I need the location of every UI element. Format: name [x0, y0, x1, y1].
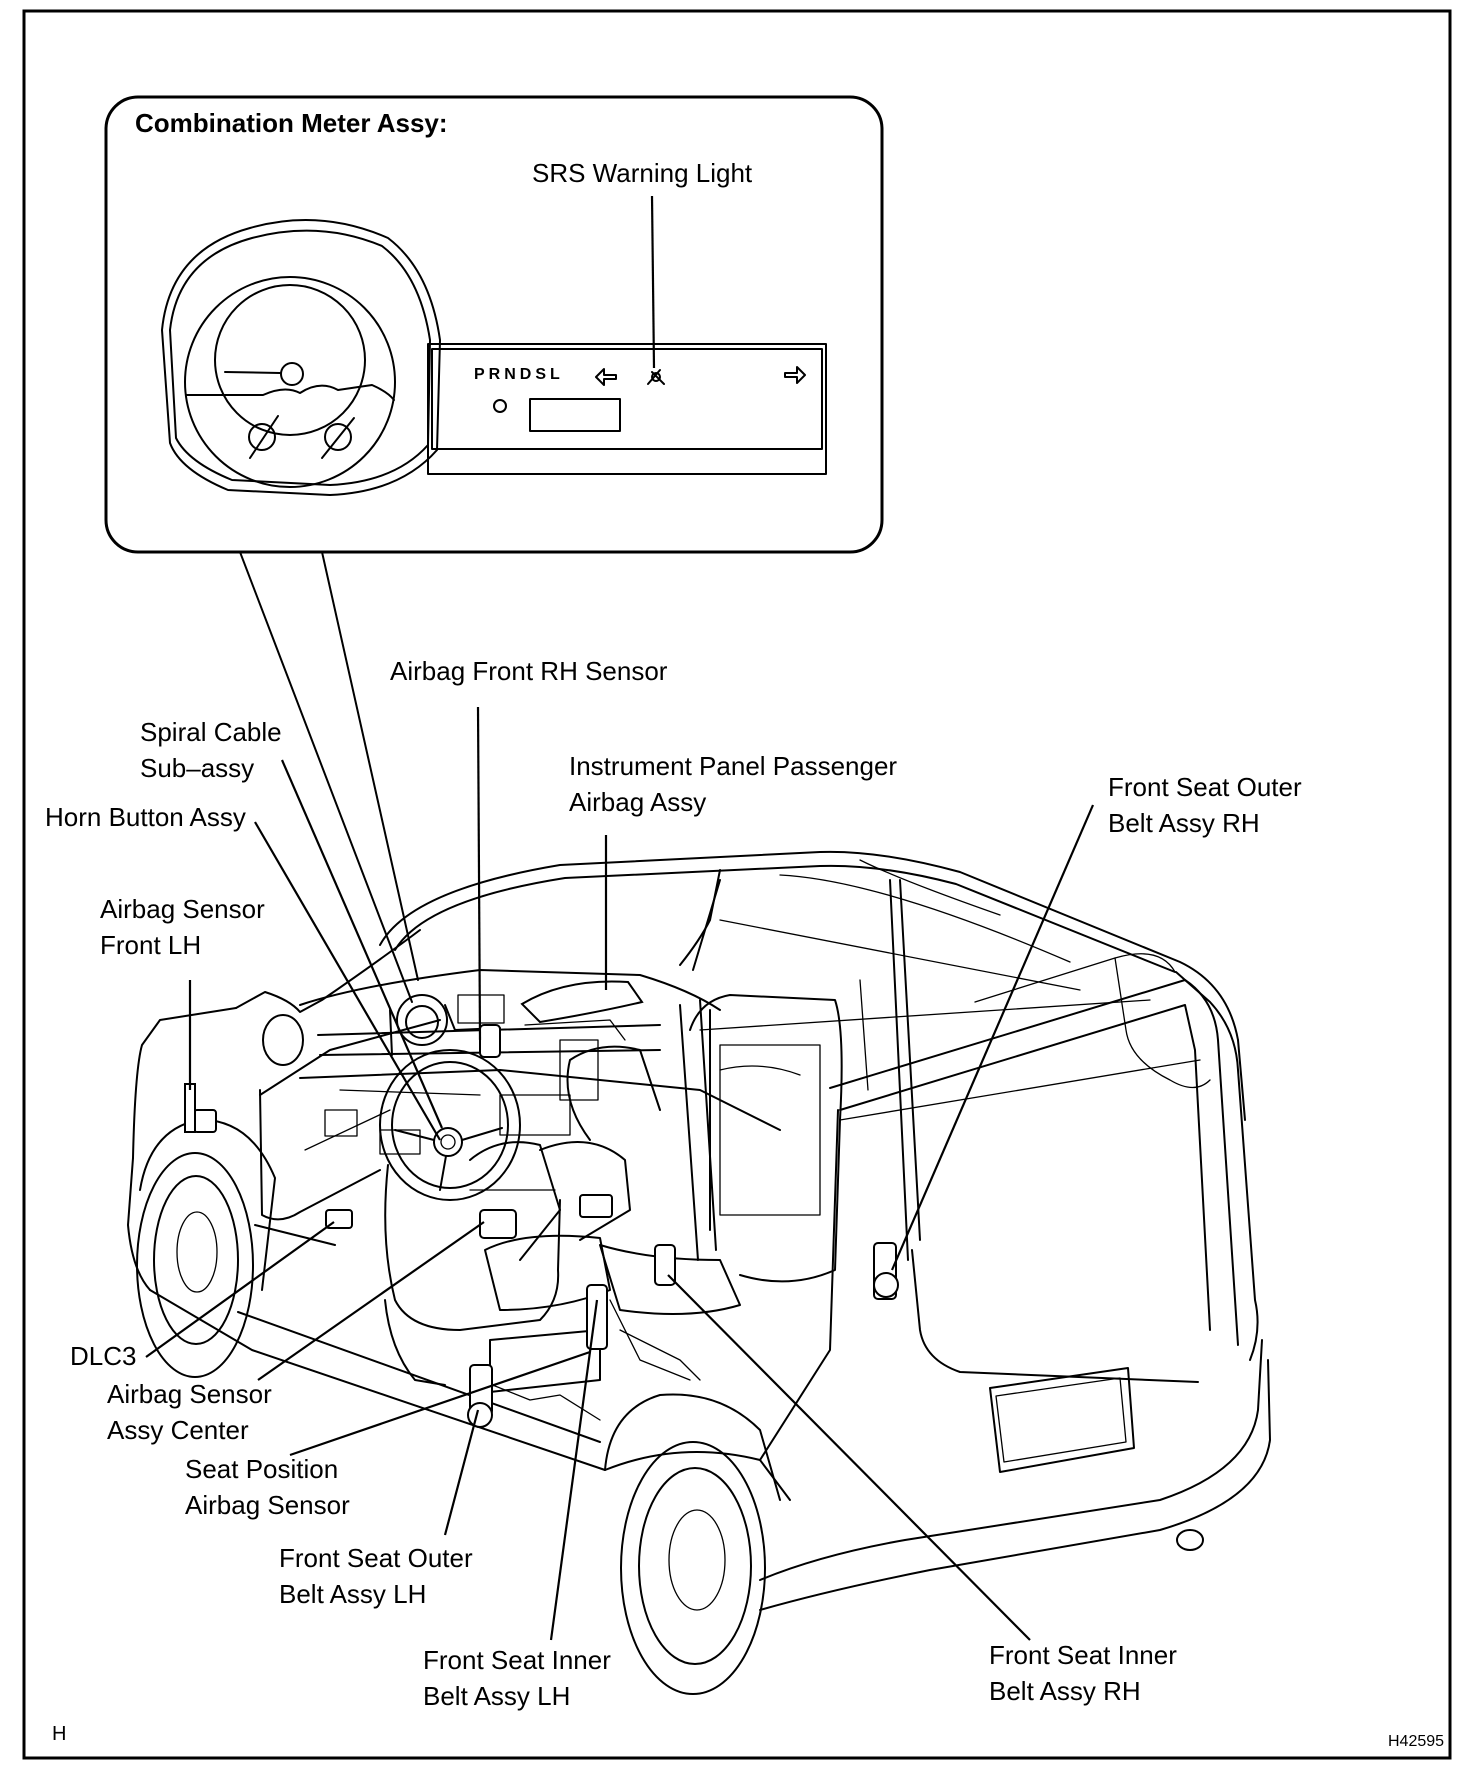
front-seat-inner-belt-lh-leader	[549, 1299, 599, 1641]
airbag-sensor-front-lh-part	[193, 1109, 217, 1133]
airbag-sensor-front-lh-label-line1: Airbag Sensor	[100, 894, 265, 924]
airbag-sensor-center-label-line2: Assy Center	[107, 1415, 249, 1445]
corner-mark-left: H	[52, 1723, 66, 1745]
dlc3-label: DLC3	[70, 1341, 136, 1371]
airbag-sensor-front-lh-label-line2: Front LH	[100, 930, 201, 960]
dlc3-leader	[145, 1221, 335, 1358]
indicator-lamp	[493, 399, 507, 413]
inset-callout-line	[239, 551, 413, 1003]
indicator-panel: PRNDSL	[427, 343, 827, 475]
front-seat-outer-belt-rh-part	[873, 1242, 899, 1300]
srs-warning-light-label: SRS Warning Light	[532, 158, 753, 188]
front-seat-inner-belt-lh-label-line1: Front Seat Inner	[423, 1645, 611, 1675]
front-seat-inner-belt-lh-label-line2: Belt Assy LH	[423, 1681, 570, 1711]
seat-position-sensor-label-line1: Seat Position	[185, 1454, 338, 1484]
horn-button-leader	[254, 821, 441, 1141]
airbag-front-rh-sensor-part	[479, 1024, 501, 1058]
rear-wheel	[604, 1393, 781, 1695]
airbag-sensor-center-part	[479, 1209, 517, 1239]
front-seat-outer-belt-lh-leader	[443, 1409, 480, 1536]
inset-title: Combination Meter Assy:	[135, 108, 448, 138]
inset-callout-line	[321, 551, 419, 981]
vehicle-illustration	[127, 850, 1271, 1695]
figure-id: H42595	[1388, 1733, 1444, 1750]
front-seat-outer-belt-rh-leader	[890, 804, 1095, 1271]
front-wheel	[136, 1118, 276, 1378]
srs-warning-light-icon	[647, 369, 665, 385]
front-seat-inner-belt-lh-part	[586, 1284, 608, 1350]
combination-meter-inset: Combination Meter Assy: SRS Warning Ligh…	[104, 95, 884, 1003]
front-seat-inner-belt-rh-leader	[667, 1274, 1031, 1641]
odometer-display	[529, 398, 621, 432]
airbag-sensor-front-lh-bracket	[184, 1083, 196, 1133]
spiral-cable-label-line2: Sub–assy	[140, 753, 254, 783]
exhaust-pipe	[1176, 1529, 1204, 1551]
instrument-panel-airbag-label-line1: Instrument Panel Passenger	[569, 751, 897, 781]
spiral-cable-leader	[280, 759, 444, 1129]
airbag-front-rh-sensor-leader	[476, 706, 482, 1041]
instrument-panel-airbag-label-line2: Airbag Assy	[569, 787, 706, 817]
steering-wheel	[379, 1049, 521, 1201]
driver-seat	[384, 1164, 611, 1393]
turn-left-arrow-icon	[595, 368, 617, 386]
airbag-front-rh-sensor-label: Airbag Front RH Sensor	[390, 656, 668, 686]
page-frame	[22, 9, 1452, 1760]
passenger-seat	[566, 994, 843, 1315]
gear-indicator: PRNDSL	[474, 366, 564, 383]
front-seat-outer-belt-rh-label-line1: Front Seat Outer	[1108, 772, 1302, 802]
srs-leader-line	[650, 195, 656, 369]
passenger-airbag-part	[520, 980, 644, 1024]
turn-right-arrow-icon	[784, 366, 806, 384]
airbag-sensor-center-leader	[257, 1221, 485, 1381]
front-seat-outer-belt-lh-label-line2: Belt Assy LH	[279, 1579, 426, 1609]
spiral-cable-label-line1: Spiral Cable	[140, 717, 282, 747]
front-seat-outer-belt-lh-part	[467, 1364, 493, 1428]
seat-position-sensor-part	[579, 1194, 613, 1218]
license-plate	[989, 1367, 1135, 1473]
inset-box	[104, 95, 884, 554]
front-seat-inner-belt-rh-part	[654, 1244, 676, 1286]
front-seat-outer-belt-rh-label-line2: Belt Assy RH	[1108, 808, 1260, 838]
airbag-sensor-center-label-line1: Airbag Sensor	[107, 1379, 272, 1409]
horn-button-label: Horn Button Assy	[45, 802, 246, 832]
seat-position-sensor-leader	[289, 1350, 591, 1457]
seat-position-sensor-label-line2: Airbag Sensor	[185, 1490, 350, 1520]
front-seat-outer-belt-lh-label-line1: Front Seat Outer	[279, 1543, 473, 1573]
gauge-cluster	[161, 219, 441, 496]
front-seat-inner-belt-rh-label-line2: Belt Assy RH	[989, 1676, 1141, 1706]
front-seat-inner-belt-rh-label-line1: Front Seat Inner	[989, 1640, 1177, 1670]
